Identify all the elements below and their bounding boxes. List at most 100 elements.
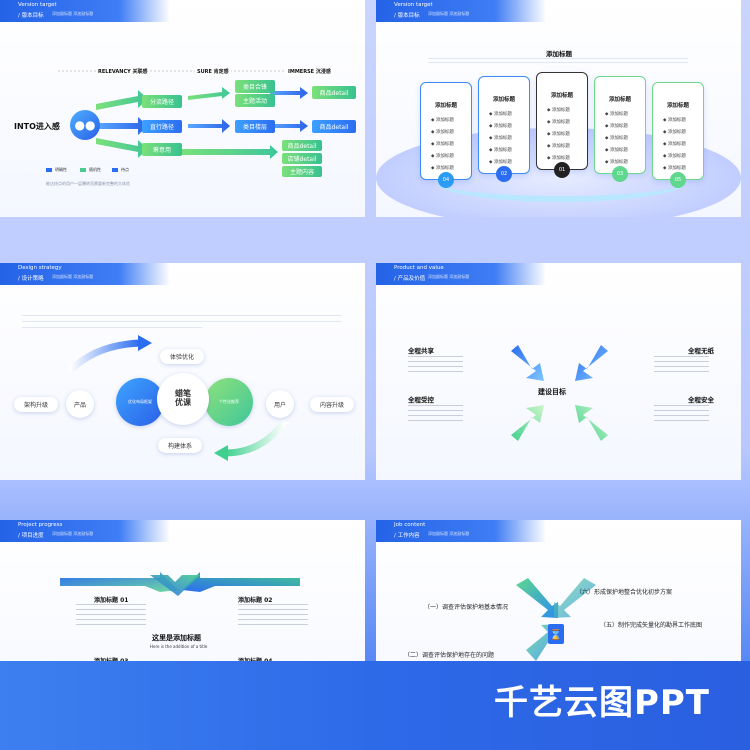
diamond-icon: ◆: [547, 156, 552, 161]
diamond-icon: ◆: [431, 130, 436, 135]
card-item: ◆ 添加标题: [547, 108, 570, 113]
users-icon: ●●: [70, 110, 100, 140]
card-2: 添加标题◆ 添加标题◆ 添加标题◆ 添加标题◆ 添加标题◆ 添加标题: [478, 76, 530, 174]
card-title: 添加标题: [550, 93, 573, 99]
node-experience: 体验优化: [160, 349, 204, 364]
cycle-arrows: [67, 335, 288, 461]
diamond-icon: ◆: [663, 166, 668, 171]
diamond-icon: ◆: [489, 160, 494, 165]
card-1: 添加标题 ◆ 添加标题 ◆ 添加标题 ◆ 添加标题 ◆ 添加标题 ◆ 添加标题: [420, 82, 472, 180]
convergent-arrows: [60, 572, 300, 596]
diamond-icon: ◆: [663, 130, 668, 135]
card-item: ◆ 添加标题: [489, 160, 512, 165]
step-number: 02: [496, 166, 512, 182]
card-item: ◆ 添加标题: [489, 124, 512, 129]
card-item: ◆ 添加标题: [663, 154, 686, 159]
node-split: 分流路径: [142, 95, 182, 108]
diamond-icon: ◆: [489, 148, 494, 153]
card-item: ◆ 添加标题: [431, 166, 454, 171]
node-product: 产品: [66, 390, 94, 418]
diamond-icon: ◆: [605, 112, 610, 117]
node-content: 内容升级: [310, 397, 354, 412]
card-item: ◆ 添加标题: [605, 136, 628, 141]
diamond-icon: ◆: [547, 120, 552, 125]
diamond-icon: ◆: [605, 124, 610, 129]
slide-header: Project progress / 项目进度 添加副标题 添加副标题: [0, 520, 170, 542]
card-5: 添加标题◆ 添加标题◆ 添加标题◆ 添加标题◆ 添加标题◆ 添加标题: [652, 82, 704, 180]
card-title: 添加标题: [608, 97, 631, 103]
center-title: 建设目标: [538, 388, 566, 396]
node-category: 类目合锋: [235, 80, 275, 93]
center-title: 这里是添加标题: [152, 634, 201, 642]
node-architecture: 架构升级: [14, 397, 58, 412]
card-item: ◆ 添加标题: [489, 112, 512, 117]
card-item: ◆ 添加标题: [663, 142, 686, 147]
slide-design-strategy: Design strategy / 设计策略 添加副标题 添加副标题 体验优化 …: [0, 263, 365, 480]
into-label: INTO进入感: [14, 122, 60, 131]
node-direct: 直行路径: [142, 120, 182, 133]
card-title: 添加标题: [434, 103, 457, 109]
slide-header: Design strategy / 设计策略 添加副标题 添加副标题: [0, 263, 170, 285]
node-detail-3: 商品detail: [282, 140, 322, 151]
card-item: ◆ 添加标题: [605, 124, 628, 129]
card-item: ◆ 添加标题: [431, 154, 454, 159]
diamond-icon: ◆: [605, 136, 610, 141]
brand-banner: 千艺云图PPT: [0, 661, 750, 750]
node-floor: 类目楼层: [235, 120, 275, 133]
node-system: 构建体系: [158, 438, 202, 453]
diamond-icon: ◆: [431, 166, 436, 171]
diamond-icon: ◆: [489, 136, 494, 141]
diamond-icon: ◆: [431, 118, 436, 123]
node-layout: 优化布局框架: [116, 378, 164, 426]
slide-version-target-cards: Version target / 版本目标 添加副标题 添加副标题 添加标题 添…: [376, 0, 741, 217]
node-user: 用户: [266, 390, 294, 418]
flow-diagram: [58, 70, 330, 159]
slide-header: Version target / 版本目标 添加副标题 添加副标题: [376, 0, 546, 22]
node-center: 蜡笔 优课: [157, 373, 209, 425]
card-item: ◆ 添加标题: [605, 112, 628, 117]
diamond-icon: ◆: [605, 148, 610, 153]
card-4: 添加标题 ◆ 添加标题 ◆ 添加标题 ◆ 添加标题 ◆ 添加标题 ◆ 添加标题: [594, 76, 646, 174]
node-theme: 主题内容: [282, 166, 322, 177]
slide-header: Version target / 版本目标 添加副标题 添加副标题: [0, 0, 170, 22]
slide-product-value: Product and value / 产品及价值 添加副标题 添加副标题 建设…: [376, 263, 741, 480]
diamond-icon: ◆: [547, 108, 552, 113]
node-activity: 主题活动: [235, 94, 275, 107]
card-item: ◆ 添加标题: [547, 132, 570, 137]
node-detail-1: 商品detail: [312, 86, 356, 99]
diamond-icon: ◆: [431, 142, 436, 147]
brand-logo: 千艺云图PPT: [493, 683, 710, 723]
diamond-icon: ◆: [663, 154, 668, 159]
card-item: ◆ 添加标题: [663, 130, 686, 135]
slide-version-target: Version target / 版本目标 添加副标题 添加副标题 RELEVA…: [0, 0, 365, 217]
four-arrows: [511, 345, 608, 441]
hourglass-arrows: ⌛: [516, 578, 596, 661]
card-title: 添加标题: [666, 103, 689, 109]
card-3: 添加标题◆ 添加标题◆ 添加标题◆ 添加标题◆ 添加标题◆ 添加标题: [536, 72, 588, 170]
diamond-icon: ◆: [489, 112, 494, 117]
diamond-icon: ◆: [663, 142, 668, 147]
hourglass-icon: ⌛: [550, 628, 562, 641]
card-item: ◆ 添加标题: [431, 130, 454, 135]
node-detail-2: 商品detail: [312, 120, 356, 133]
step-number: 03: [612, 166, 628, 182]
card-item: ◆ 添加标题: [431, 118, 454, 123]
diamond-icon: ◆: [547, 132, 552, 137]
diamond-icon: ◆: [431, 154, 436, 159]
step-number: 05: [670, 172, 686, 188]
step-number: 01: [554, 162, 570, 178]
node-recommend: 个性化推荐: [205, 378, 253, 426]
diamond-icon: ◆: [547, 144, 552, 149]
card-item: ◆ 添加标题: [605, 160, 628, 165]
card-item: ◆ 添加标题: [431, 142, 454, 147]
diamond-icon: ◆: [663, 118, 668, 123]
card-item: ◆ 添加标题: [489, 136, 512, 141]
card-item: ◆ 添加标题: [547, 120, 570, 125]
node-plan: 筹意用: [142, 143, 182, 156]
diamond-icon: ◆: [605, 160, 610, 165]
card-item: ◆ 添加标题: [605, 148, 628, 153]
diamond-icon: ◆: [489, 124, 494, 129]
card-title: 添加标题: [492, 97, 515, 103]
slide-header: Product and value / 产品及价值 添加副标题 添加副标题: [376, 263, 546, 285]
card-item: ◆ 添加标题: [547, 144, 570, 149]
